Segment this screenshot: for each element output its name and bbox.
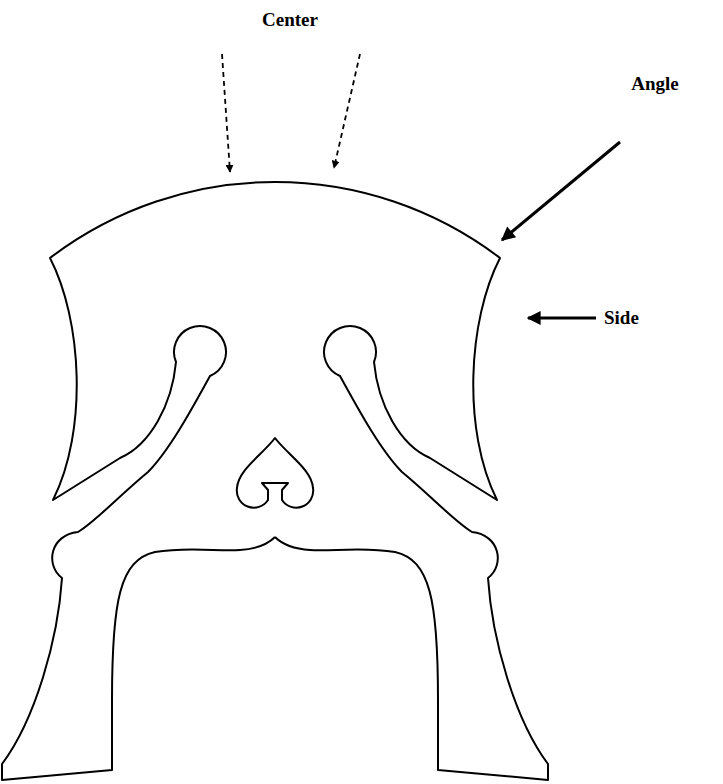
center-arrow (222, 54, 230, 172)
bridge-outline (275, 182, 548, 780)
side-arrow (528, 317, 596, 320)
part-label: Angle (631, 74, 679, 95)
angle-arrow (502, 142, 620, 240)
heart-cutout (237, 438, 313, 508)
bridge-outline-mirror (2, 182, 275, 780)
part-label: Side (604, 308, 639, 329)
center-arrow (334, 54, 360, 168)
part-label: Center (262, 10, 318, 31)
